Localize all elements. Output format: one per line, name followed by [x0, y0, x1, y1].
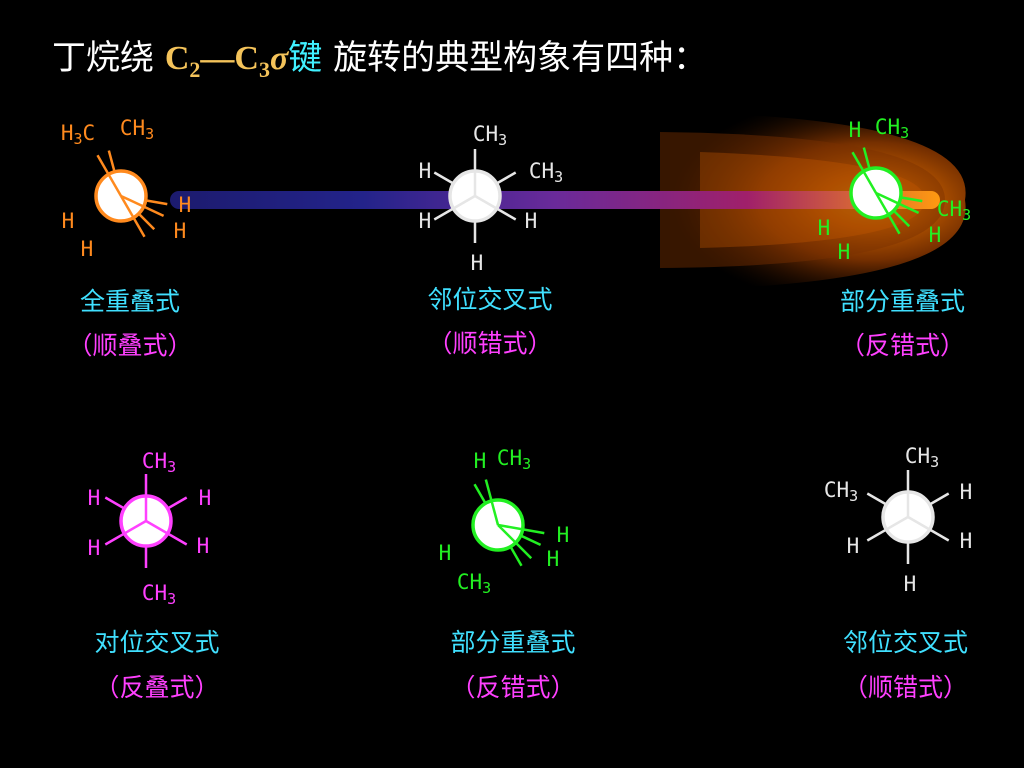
atom-label: H — [179, 193, 192, 217]
back-bond — [104, 496, 125, 510]
atom-label: H — [849, 118, 862, 142]
front-bond — [875, 191, 920, 214]
caption-anti-alt: （反叠式） — [94, 673, 220, 702]
back-bond — [473, 483, 487, 504]
front-bond — [497, 523, 545, 535]
back-bond — [496, 171, 517, 185]
caption-partially-eclipsed-1-alt: （反错式） — [839, 331, 965, 360]
caption-fully-eclipsed-alt: （顺叠式） — [67, 331, 193, 360]
front-bond — [433, 194, 476, 221]
back-bond — [862, 147, 871, 170]
atom-label: H — [197, 534, 210, 558]
atom-label: CH3 — [142, 581, 176, 608]
atom-label: H — [960, 529, 973, 553]
atom-label: H — [88, 486, 101, 510]
front-bond — [497, 524, 533, 560]
atom-label: CH3 — [824, 478, 858, 505]
front-bond — [120, 194, 165, 217]
caption-fully-eclipsed: 全重叠式 — [79, 287, 180, 316]
caption-anti: 对位交叉式 — [94, 628, 220, 657]
title-carbon-a: C — [164, 40, 190, 77]
caption-partially-eclipsed-2-alt: （反错式） — [450, 673, 576, 702]
front-bond — [484, 479, 500, 526]
back-bond — [929, 492, 950, 506]
front-bond — [874, 192, 901, 235]
back-bond — [107, 150, 116, 173]
atom-label: H — [471, 251, 484, 275]
beam-bar — [170, 191, 940, 209]
front-bond — [96, 154, 123, 197]
caption-gauche-1-alt: （顺错式） — [427, 329, 553, 358]
title-subscript-a: 2 — [189, 56, 201, 82]
front-bond — [119, 195, 146, 238]
title-prefix: 丁烷绕 — [52, 38, 154, 78]
title-rest: 旋转的典型构象有四种： — [322, 38, 708, 78]
atom-label: H — [904, 572, 917, 596]
title-carbon-b: C — [234, 40, 259, 77]
atom-label: H — [960, 480, 973, 504]
front-bond — [907, 515, 950, 542]
caption-gauche-1: 邻位交叉式 — [427, 285, 553, 314]
atom-label: H — [838, 240, 851, 264]
atom-label: H — [525, 209, 538, 233]
back-bond — [145, 199, 168, 206]
atom-label: H — [547, 547, 560, 571]
caption-partially-eclipsed-1: 部分重叠式 — [839, 287, 965, 316]
atom-label: H — [929, 223, 942, 247]
front-bond — [474, 194, 517, 221]
atom-label: CH3 — [937, 197, 971, 224]
atom-label: H — [818, 216, 831, 240]
caption-partially-eclipsed-2: 部分重叠式 — [450, 628, 576, 657]
page-title: 丁烷绕 C2—C3σ键 旋转的典型构象有四种： — [52, 30, 707, 83]
back-bond — [509, 546, 523, 567]
front-bond — [851, 151, 878, 194]
title-subscript-b: 3 — [258, 56, 270, 82]
atom-label: CH3 — [473, 122, 507, 149]
atom-label: H — [419, 209, 432, 233]
front-bond — [145, 519, 188, 546]
atom-label: CH3 — [120, 116, 154, 143]
back-bond — [167, 496, 188, 510]
atom-label: H — [62, 209, 75, 233]
atom-label: CH3 — [497, 446, 531, 473]
back-bond — [900, 196, 923, 203]
atom-label: CH3 — [457, 570, 491, 597]
atom-label: H — [439, 541, 452, 565]
title-dash: — — [200, 40, 235, 77]
back-bond — [866, 492, 887, 506]
back-bond — [520, 534, 542, 546]
back-bond — [892, 209, 911, 228]
atom-label: H — [199, 486, 212, 510]
atom-label: H — [419, 159, 432, 183]
back-bond — [137, 212, 156, 231]
atom-label: CH3 — [905, 444, 939, 471]
atom-label: H — [474, 449, 487, 473]
atom-label: H — [88, 536, 101, 560]
front-bond — [104, 519, 147, 546]
title-bond: 键 — [288, 38, 323, 78]
atom-label: H3C — [61, 121, 95, 148]
title-sigma: σ — [269, 40, 289, 77]
caption-gauche-2: 邻位交叉式 — [842, 628, 968, 657]
atom-label: H — [557, 523, 570, 547]
atom-label: CH3 — [142, 449, 176, 476]
back-bond — [433, 171, 454, 185]
atom-label: H — [847, 534, 860, 558]
caption-gauche-2-alt: （顺错式） — [842, 673, 968, 702]
atom-label: CH3 — [875, 115, 909, 142]
atom-label: H — [174, 219, 187, 243]
front-bond — [866, 515, 909, 542]
atom-label: H — [81, 237, 94, 261]
atom-label: CH3 — [529, 159, 563, 186]
